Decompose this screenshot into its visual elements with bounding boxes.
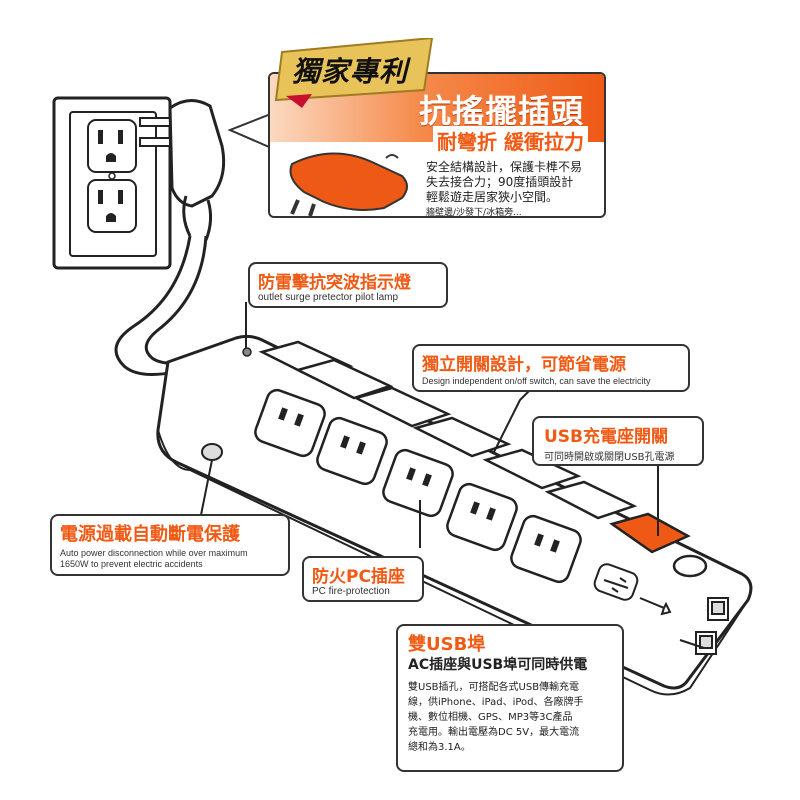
usb-switch [609, 512, 691, 554]
dual-usb-title: 雙USB埠 [408, 634, 486, 655]
patent-feature-box: 抗搖擺插頭 耐彎折 緩衝拉力 安全結構設計，保護卡榫不易 失去接合力；90度插頭… [268, 72, 606, 218]
fire-protection-title: 防火PC插座 [312, 567, 405, 587]
fire-protection-subtitle: PC fire-protection [312, 586, 390, 597]
overload-subtitle: Auto power disconnection while over maxi… [60, 548, 248, 569]
patent-description: 安全結構設計，保護卡榫不易 失去接合力；90度插頭設計 輕鬆遊走居家狹小空間。 [426, 160, 583, 204]
dual-usb-box: 雙USB埠 AC插座與USB埠可同時供電 雙USB插孔，可搭配各式USB傳輸充電… [396, 624, 624, 772]
dual-usb-description: 雙USB插孔，可搭配各式USB傳輸充電 線，供iPhone、iPad、iPod、… [408, 682, 584, 753]
fire-protection-box: 防火PC插座 PC fire-protection [302, 556, 424, 602]
callout-lines [199, 302, 705, 649]
independent-switch-subtitle: Design independent on/off switch, can sa… [422, 376, 651, 386]
usb-switch-box: USB充電座開關 可同時開啟或關閉USB孔電源 [532, 416, 704, 466]
usb-ports [695, 597, 729, 655]
surge-lamp-box: 防雷擊抗突波指示燈 outlet surge pretector pilot l… [248, 262, 448, 308]
patent-title: 抗搖擺插頭 [418, 92, 584, 130]
surge-lamp-subtitle: outlet surge pretector pilot lamp [258, 292, 399, 303]
surge-lamp-title: 防雷擊抗突波指示燈 [258, 273, 411, 293]
independent-switch-title: 獨立開關設計，可節省電源 [422, 355, 626, 375]
usb-switch-subtitle: 可同時開啟或關閉USB孔電源 [544, 452, 675, 463]
overload-title: 電源過載自動斷電保護 [60, 524, 240, 545]
orange-plug-icon [289, 152, 408, 216]
patent-badge-text: 獨家專利 [292, 55, 409, 88]
patent-badge [274, 38, 434, 108]
ac-outlets [254, 388, 582, 584]
patent-description-small: 牆壁邊/沙發下/冰箱旁... [426, 208, 522, 218]
dual-usb-subtitle: AC插座與USB埠可同時供電 [408, 657, 588, 673]
patent-subtitle: 耐彎折 緩衝拉力 [433, 126, 588, 155]
right-angle-plug [139, 99, 226, 241]
usb-switch-title: USB充電座開關 [544, 427, 669, 447]
rocker-switches [258, 340, 708, 578]
overload-box: 電源過載自動斷電保護 Auto power disconnection whil… [50, 514, 290, 576]
independent-switch-box: 獨立開關設計，可節省電源 Design independent on/off s… [412, 344, 690, 392]
usb-logo-icon [593, 563, 672, 616]
